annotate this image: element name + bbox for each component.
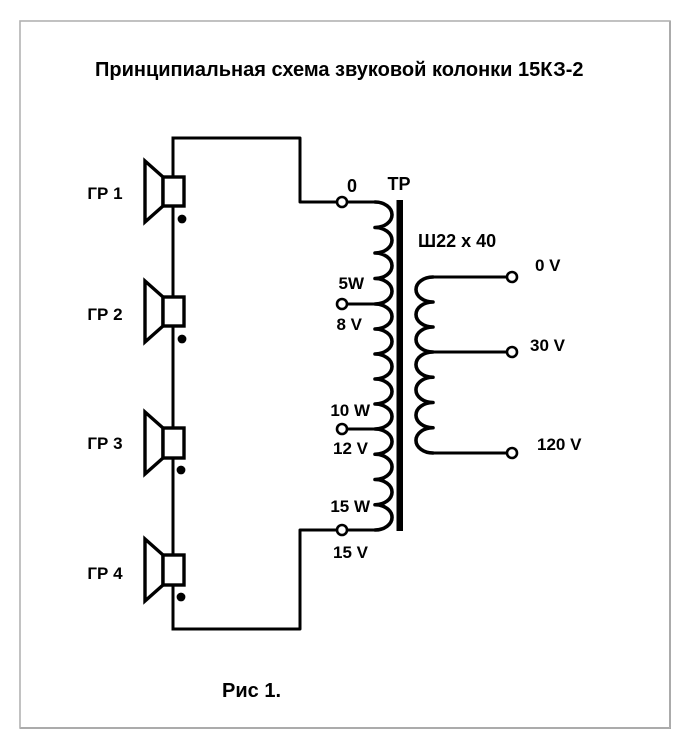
tap-power-label-10w: 10 W: [330, 401, 371, 420]
primary-terminal-5w: [335, 297, 349, 311]
speaker-gr2: ГР 2: [87, 277, 187, 346]
primary-input-label: 0: [347, 176, 357, 196]
speaker-horn-icon: [143, 157, 165, 226]
top-rail-wire: [171, 136, 377, 204]
tap-voltage-label-12v: 12 V: [333, 439, 369, 458]
phase-dot: [177, 334, 187, 344]
speaker-label: ГР 4: [87, 564, 123, 583]
figure-frame: [19, 20, 671, 729]
primary-terminal-0: [335, 195, 349, 209]
primary-terminal-15w: [335, 523, 349, 537]
secondary-terminal-0v: [505, 270, 519, 284]
transformer-core: [396, 200, 403, 531]
tap-voltage-label-15v: 15 V: [333, 543, 369, 562]
transformer-name-label: ТР: [387, 174, 410, 194]
speaker-horn-icon: [143, 277, 165, 346]
speaker-label: ГР 2: [87, 305, 122, 324]
secondary-terminal-30v: [505, 345, 519, 359]
speaker-coil-box: [161, 295, 186, 328]
primary-terminal-10w: [335, 422, 349, 436]
tap-power-label-5w: 5W: [339, 274, 365, 293]
speaker-gr1: ГР 1: [87, 157, 187, 226]
secondary-label-30v: 30 V: [530, 336, 566, 355]
speaker-coil-box: [161, 426, 186, 460]
figure-title: Принципиальная схема звуковой колонки 15…: [95, 59, 584, 81]
secondary-label-120v: 120 V: [537, 435, 582, 454]
speaker-coil-box: [161, 175, 186, 208]
tap-voltage-label-8v: 8 V: [336, 315, 362, 334]
tap-power-label-15w: 15 W: [330, 497, 371, 516]
speaker-gr3: ГР 3: [87, 408, 186, 478]
speaker-horn-icon: [143, 535, 165, 605]
secondary-terminal-120v: [505, 446, 519, 460]
phase-dot: [177, 214, 187, 224]
phase-dot: [176, 465, 186, 475]
secondary-winding: [414, 275, 435, 455]
core-type-label: Ш22 x 40: [418, 231, 496, 251]
phase-dot: [176, 592, 186, 602]
figure-caption: Рис 1.: [222, 680, 281, 702]
transformer: 0 ТР Ш22 x 40 5W 8 V 10 W 12 V 15 W 15 V…: [330, 174, 582, 562]
speaker-coil-box: [161, 553, 186, 587]
frame-shadow: [20, 21, 671, 729]
speaker-label: ГР 3: [87, 434, 122, 453]
speaker-horn-icon: [143, 408, 165, 478]
speaker-gr4: ГР 4: [87, 535, 186, 605]
speaker-label: ГР 1: [87, 184, 122, 203]
secondary-label-0v: 0 V: [535, 256, 561, 275]
primary-winding: [373, 200, 394, 532]
